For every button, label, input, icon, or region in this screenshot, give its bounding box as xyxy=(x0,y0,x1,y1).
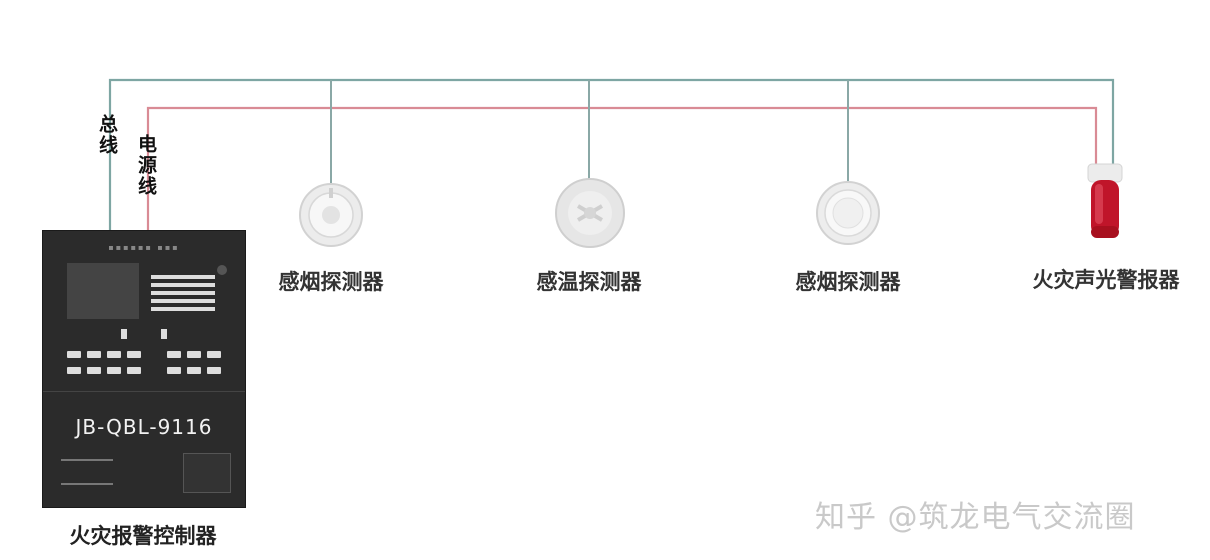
bus-wire xyxy=(108,78,1115,230)
panel-header-print: ▪▪▪▪▪▪ ▪▪▪ xyxy=(108,243,180,252)
panel-model-number: JB-QBL-9116 xyxy=(75,415,213,439)
device-label: 感烟探测器 xyxy=(278,270,384,294)
smoke-detector-icon xyxy=(299,183,363,247)
power-wire xyxy=(146,106,1098,230)
panel-nameplate xyxy=(61,459,113,485)
smoke-detector-icon xyxy=(816,181,880,245)
panel-knob xyxy=(217,265,227,275)
power-wire-label: 电源线 xyxy=(135,134,157,197)
panel-button[interactable] xyxy=(167,351,181,358)
panel-display xyxy=(67,263,139,319)
device-label: 感烟探测器 xyxy=(795,270,901,294)
panel-button[interactable] xyxy=(87,351,101,358)
panel-button[interactable] xyxy=(67,351,81,358)
panel-printer-slot xyxy=(183,453,231,493)
strobe-alarm-icon xyxy=(1087,163,1123,238)
panel-button[interactable] xyxy=(207,367,221,374)
bus-wire-label: 总线 xyxy=(96,114,118,156)
heat-detector-icon xyxy=(555,178,625,248)
device-label: 火灾声光警报器 xyxy=(1032,268,1180,292)
panel-button[interactable] xyxy=(127,351,141,358)
device-label: 感温探测器 xyxy=(536,270,642,294)
panel-button[interactable] xyxy=(107,351,121,358)
panel-button[interactable] xyxy=(87,367,101,374)
panel-button[interactable] xyxy=(67,367,81,374)
panel-button[interactable] xyxy=(187,351,201,358)
panel-button[interactable] xyxy=(207,351,221,358)
fire-alarm-control-panel: ▪▪▪▪▪▪ ▪▪▪ JB-QBL-9116 xyxy=(42,230,246,508)
panel-button[interactable] xyxy=(187,367,201,374)
panel-button[interactable] xyxy=(167,367,181,374)
panel-label: 火灾报警控制器 xyxy=(69,524,217,548)
panel-button[interactable] xyxy=(127,367,141,374)
panel-button[interactable] xyxy=(107,367,121,374)
watermark: 知乎 @筑龙电气交流圈 xyxy=(815,500,1136,535)
